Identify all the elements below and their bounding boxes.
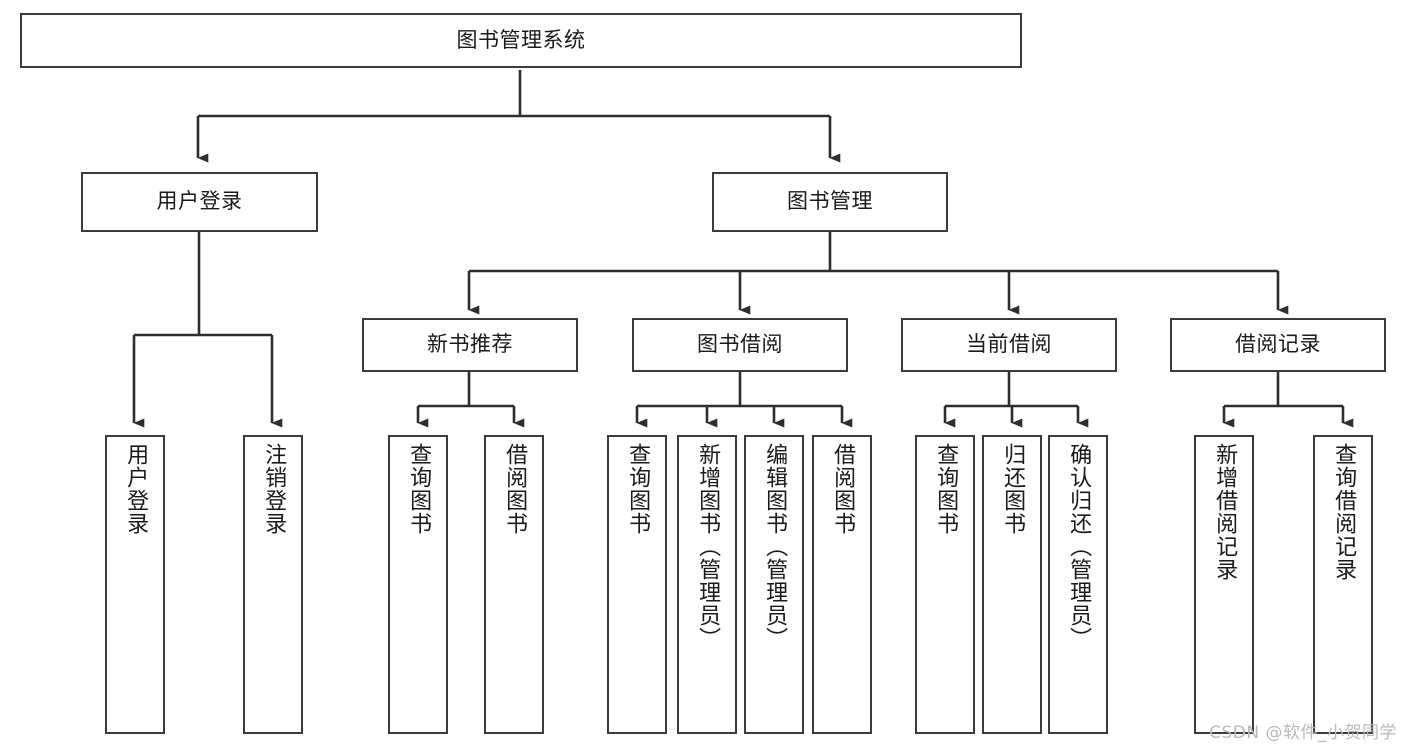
leaf-borrow-records-2[interactable]: 查询借阅记录 <box>1313 435 1373 734</box>
leaf-book-borrow-2[interactable]: 新增图书（管理员） <box>677 435 737 734</box>
leaf-new-book-1-label: 查询图书 <box>406 443 432 535</box>
leaf-new-book-1[interactable]: 查询图书 <box>388 435 448 734</box>
node-new-book-recommend[interactable]: 新书推荐 <box>362 318 578 372</box>
leaf-current-borrow-1[interactable]: 查询图书 <box>915 435 975 734</box>
leaf-new-book-2[interactable]: 借阅图书 <box>484 435 544 734</box>
node-user-login[interactable]: 用户登录 <box>81 172 318 232</box>
leaf-user-login-2[interactable]: 注销登录 <box>243 435 303 734</box>
leaf-current-borrow-1-label: 查询图书 <box>933 443 959 535</box>
node-book-management[interactable]: 图书管理 <box>712 172 948 232</box>
leaf-book-borrow-4-label: 借阅图书 <box>830 443 856 535</box>
leaf-book-borrow-3-label: 编辑图书（管理员） <box>762 443 788 650</box>
leaf-book-borrow-3[interactable]: 编辑图书（管理员） <box>744 435 804 734</box>
leaf-current-borrow-2-label: 归还图书 <box>1000 443 1026 535</box>
leaf-current-borrow-3[interactable]: 确认归还（管理员） <box>1048 435 1108 734</box>
node-borrow-records-label: 借阅记录 <box>1235 332 1321 357</box>
node-book-management-label: 图书管理 <box>787 189 873 214</box>
leaf-book-borrow-4[interactable]: 借阅图书 <box>812 435 872 734</box>
leaf-user-login-1-label: 用户登录 <box>123 443 149 535</box>
leaf-new-book-2-label: 借阅图书 <box>502 443 528 535</box>
node-current-borrow[interactable]: 当前借阅 <box>901 318 1117 372</box>
leaf-borrow-records-1-label: 新增借阅记录 <box>1212 443 1238 581</box>
leaf-current-borrow-2[interactable]: 归还图书 <box>982 435 1042 734</box>
leaf-current-borrow-3-label: 确认归还（管理员） <box>1066 443 1092 650</box>
leaf-book-borrow-1[interactable]: 查询图书 <box>607 435 667 734</box>
leaf-borrow-records-2-label: 查询借阅记录 <box>1331 443 1357 581</box>
node-root-system[interactable]: 图书管理系统 <box>20 13 1022 68</box>
leaf-user-login-1[interactable]: 用户登录 <box>105 435 165 734</box>
leaf-book-borrow-1-label: 查询图书 <box>625 443 651 535</box>
node-book-borrow[interactable]: 图书借阅 <box>632 318 848 372</box>
node-book-borrow-label: 图书借阅 <box>697 332 783 357</box>
leaf-user-login-2-label: 注销登录 <box>261 443 287 535</box>
node-new-book-recommend-label: 新书推荐 <box>427 332 513 357</box>
leaf-book-borrow-2-label: 新增图书（管理员） <box>695 443 721 650</box>
node-root-system-label: 图书管理系统 <box>456 27 586 52</box>
node-borrow-records[interactable]: 借阅记录 <box>1170 318 1386 372</box>
node-current-borrow-label: 当前借阅 <box>966 332 1052 357</box>
leaf-borrow-records-1[interactable]: 新增借阅记录 <box>1194 435 1254 734</box>
node-user-login-label: 用户登录 <box>156 189 243 214</box>
